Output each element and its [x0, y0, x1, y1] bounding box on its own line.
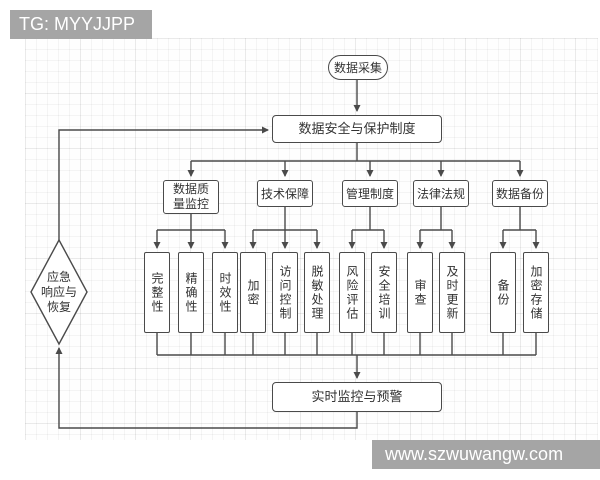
node-management-system: 管理制度	[342, 180, 398, 207]
node-data-quality-monitoring: 数据质量监控	[163, 180, 219, 214]
watermark-telegram: TG: MYYJJPP	[10, 10, 152, 39]
emergency-diamond-shape	[30, 238, 88, 346]
node-security-training: 安全培训	[371, 252, 397, 333]
node-encrypted-storage: 加密存储	[523, 252, 549, 333]
node-data-security-policy: 数据安全与保护制度	[272, 115, 442, 143]
node-review: 审查	[407, 252, 433, 333]
node-technical-support: 技术保障	[257, 180, 313, 207]
node-integrity: 完整性	[144, 252, 170, 333]
node-realtime-monitoring-warning: 实时监控与预警	[272, 382, 442, 412]
node-timely-update: 及时更新	[439, 252, 465, 333]
node-encryption: 加密	[240, 252, 266, 333]
node-data-backup: 数据备份	[492, 180, 548, 207]
node-data-masking: 脱敏处理	[304, 252, 330, 333]
node-backup: 备份	[490, 252, 516, 333]
node-emergency-response-recovery: 应急 响应与 恢复	[40, 269, 77, 314]
node-access-control: 访问控制	[272, 252, 298, 333]
watermark-website: www.szwuwangw.com	[372, 440, 600, 469]
node-risk-assessment: 风险评估	[339, 252, 365, 333]
node-accuracy: 精确性	[178, 252, 204, 333]
node-data-collection: 数据采集	[328, 55, 388, 80]
node-laws-regulations: 法律法规	[413, 180, 469, 207]
node-timeliness: 时效性	[212, 252, 238, 333]
